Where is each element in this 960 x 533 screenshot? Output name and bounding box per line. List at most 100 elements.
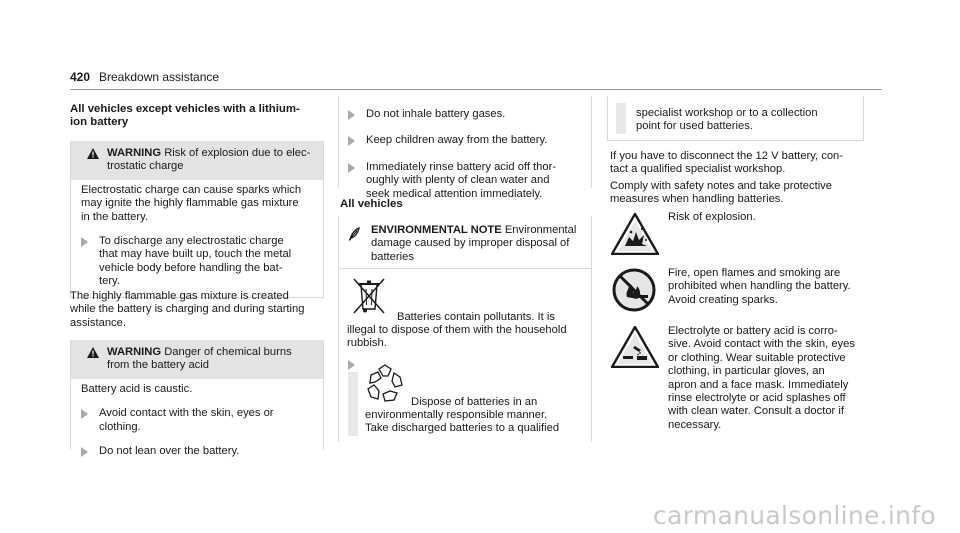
symbol-description: Avoid creating sparks.: [668, 293, 778, 306]
instruction-text: Keep children away from the battery.: [366, 134, 548, 147]
instruction-text: To discharge any electrostatic charge: [99, 235, 284, 248]
warning-body: Battery acid is caustic.: [81, 382, 193, 395]
environmental-title: [339, 216, 591, 269]
symbol-description: necessary.: [668, 418, 722, 431]
instruction-text: seek medical attention immediately.: [366, 187, 543, 200]
environmental-title-text: Environmental: [504, 224, 577, 236]
header-divider: [70, 89, 882, 90]
environmental-body: illegal to dispose of them with the hous…: [347, 324, 567, 336]
environmental-label: ENVIRONMENTAL NOTE: [371, 224, 502, 236]
recycling-icon: [367, 364, 403, 402]
instruction-text: tery.: [99, 275, 120, 288]
dispose-text: environmentally responsible manner.: [365, 409, 548, 421]
bullet-icon: [348, 360, 356, 370]
paragraph-line: assistance.: [70, 316, 126, 329]
symbol-description: Electrolyte or battery acid is corro-: [668, 325, 838, 337]
bullet-icon: [348, 110, 356, 121]
paragraph-line: while the battery is charging and during…: [70, 303, 305, 316]
bullet-icon: [81, 409, 89, 434]
collection-text-block: specialist workshop or to a collection p…: [636, 107, 858, 134]
warning-icon: [87, 148, 99, 159]
paragraph-line: measures when handling batteries.: [610, 193, 784, 206]
collection-text: point for used batteries.: [636, 120, 753, 133]
symbol-description: or clothing. Wear suitable protective: [668, 351, 846, 364]
instruction-text: Do not inhale battery gases.: [366, 108, 506, 120]
instruction-text: Avoid contact with the skin, eyes or: [99, 407, 274, 420]
bullet-icon: [81, 447, 89, 458]
paragraph-line: Comply with safety notes and take protec…: [610, 180, 832, 192]
continued-note-box: [607, 96, 864, 141]
instruction-text: clothing.: [99, 420, 141, 433]
instruction-item: Avoid contact with the skin, eyes or clo…: [81, 407, 313, 434]
warning-icon: [87, 347, 99, 358]
environmental-body-block: illegal to dispose of them with the hous…: [347, 324, 587, 351]
bullet-icon: [348, 136, 356, 147]
bullet-icon: [81, 237, 89, 289]
dispose-text: Take discharged batteries to a qualified: [365, 422, 560, 435]
symbol-description-block: Fire, open flames and smoking are prohib…: [668, 267, 868, 307]
warning-body: in the battery.: [81, 210, 148, 223]
warning-title: WARNING Risk of explosion due to elec- t…: [71, 141, 323, 180]
instruction-item: Keep children away from the battery.: [348, 134, 586, 147]
heading-line: ion battery: [70, 116, 129, 128]
symbol-description-block: Electrolyte or battery acid is corro- si…: [668, 325, 868, 432]
warning-label: WARNING: [107, 346, 162, 358]
disconnect-paragraph: If you have to disconnect the 12 V batte…: [610, 150, 872, 177]
symbol-description: sive. Avoid contact with the skin, eyes: [668, 338, 855, 351]
watermark: carmanualsonline.info: [653, 501, 936, 530]
explosion-warning-icon: [611, 213, 659, 255]
warning-title: WARNING Danger of chemical burns from th…: [71, 340, 323, 379]
symbol-description: rinse electrolyte or acid splashes off: [668, 392, 846, 405]
warning-body: may ignite the highly flammable gas mixt…: [81, 197, 299, 210]
symbol-description: Fire, open flames and smoking are: [668, 267, 841, 279]
instruction-item: Do not inhale battery gases.: [348, 108, 586, 121]
environmental-body: rubbish.: [347, 337, 387, 350]
indent-bar: [616, 103, 626, 134]
symbol-description: Risk of explosion.: [668, 211, 756, 223]
warning-body: Electrostatic charge can cause sparks wh…: [81, 183, 302, 196]
warning-box-explosion: WARNING Risk of explosion due to elec- t…: [70, 141, 324, 298]
warning-box-acid: WARNING Danger of chemical burns from th…: [70, 340, 324, 458]
warning-title-text: trostatic charge: [107, 160, 184, 173]
environmental-title-text: batteries: [371, 250, 414, 263]
continued-warning-box: [338, 96, 592, 188]
collection-text: specialist workshop or to a collection: [636, 107, 818, 119]
instruction-item: Immediately rinse battery acid off thor-…: [348, 161, 586, 201]
instruction-text: oughly with plenty of clean water and: [366, 174, 550, 187]
instruction-item: Do not lean over the battery.: [81, 445, 313, 458]
instruction-text: that may have built up, touch the metal: [99, 248, 292, 261]
no-fire-icon: [612, 268, 656, 312]
warning-title-text: Danger of chemical burns: [164, 346, 292, 358]
symbol-description: with clean water. Consult a doctor if: [668, 405, 844, 418]
environmental-note-box: [338, 216, 592, 442]
dispose-text: Dispose of batteries in an: [411, 396, 538, 408]
instruction-text: vehicle body before handling the bat-: [99, 261, 283, 274]
col1-heading: All vehicles except vehicles with a lith…: [70, 103, 322, 129]
page-number: 420: [70, 70, 91, 84]
warning-title-text: from the battery acid: [107, 359, 209, 372]
section-heading: All vehicles: [340, 198, 403, 210]
col2-bullets: Do not inhale battery gases. Keep childr…: [348, 108, 586, 201]
warning-title-text: Risk of explosion due to elec-: [164, 147, 311, 159]
indent-bar: [348, 372, 358, 436]
section-title: Breakdown assistance: [99, 70, 220, 84]
environment-leaf-icon: [348, 227, 360, 241]
crossed-bin-icon: [353, 278, 385, 314]
dispose-block: environmentally responsible manner. Take…: [365, 409, 587, 436]
bullet-icon: [348, 162, 356, 201]
symbol-description: clothing, in particular gloves, an: [668, 365, 825, 378]
heading-line: All vehicles except vehicles with a lith…: [70, 103, 300, 115]
paragraph-line: The highly flammable gas mixture is crea…: [70, 290, 289, 302]
environmental-title-text: damage caused by improper disposal of: [371, 237, 570, 250]
instruction-item: To discharge any electrostatic charge th…: [81, 235, 313, 289]
paragraph: The highly flammable gas mixture is crea…: [70, 290, 322, 330]
environmental-note-title: ENVIRONMENTAL NOTE Environmental damage …: [371, 224, 585, 264]
corrosive-warning-icon: [611, 326, 659, 368]
warning-label: WARNING: [107, 147, 162, 159]
safety-paragraph: Comply with safety notes and take protec…: [610, 180, 872, 207]
symbol-description: apron and a face mask. Immediately: [668, 378, 849, 391]
instruction-text: Do not lean over the battery.: [99, 445, 240, 458]
paragraph-line: If you have to disconnect the 12 V batte…: [610, 150, 844, 162]
environmental-body: Batteries contain pollutants. It is: [397, 311, 555, 323]
instruction-text: Immediately rinse battery acid off thor-: [366, 160, 557, 173]
